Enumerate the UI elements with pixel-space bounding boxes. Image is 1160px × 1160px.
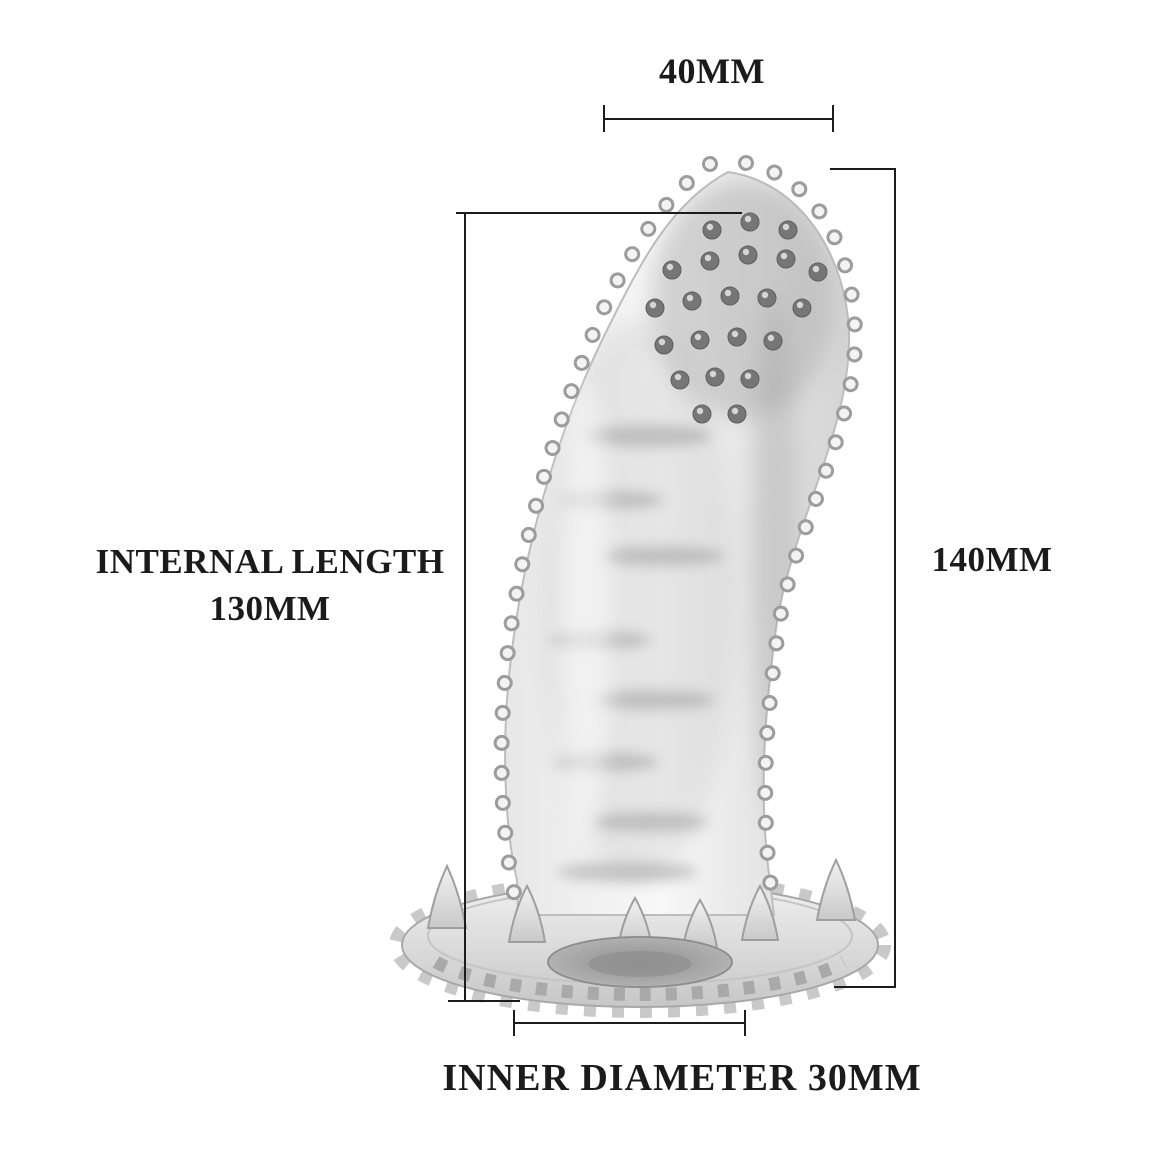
internal-length-tick-bottom: [448, 1000, 520, 1002]
top-width-tick-left: [603, 105, 605, 132]
overall-height-tick-top: [830, 168, 896, 170]
sleeve-body: [493, 155, 864, 916]
top-width-dimension-line: [604, 118, 833, 120]
internal-length-label-line1: INTERNAL LENGTH: [95, 542, 445, 581]
top-width-label: 40MM: [659, 51, 765, 91]
overall-height-label: 140MM: [931, 540, 1053, 579]
overall-height-dimension-line: [894, 168, 896, 988]
internal-length-dimension-line: [464, 212, 466, 1002]
edge-nubs: [493, 155, 864, 916]
internal-length-label-line2: 130MM: [209, 589, 331, 628]
internal-length-label: INTERNAL LENGTH 130MM: [40, 538, 500, 632]
inner-diameter-tick-right: [744, 1010, 746, 1036]
texture-dots: [645, 212, 828, 424]
overall-height-tick-bottom: [834, 986, 896, 988]
inner-diameter-dimension-line: [514, 1022, 746, 1024]
top-width-tick-right: [832, 105, 834, 132]
base-front-spikes: [426, 857, 857, 949]
base-opening: [547, 936, 733, 988]
inner-diameter-label: INNER DIAMETER 30MM: [442, 1057, 922, 1099]
base-front: [426, 857, 857, 1002]
internal-length-tick-top: [456, 212, 742, 214]
inner-diameter-tick-left: [513, 1010, 515, 1036]
